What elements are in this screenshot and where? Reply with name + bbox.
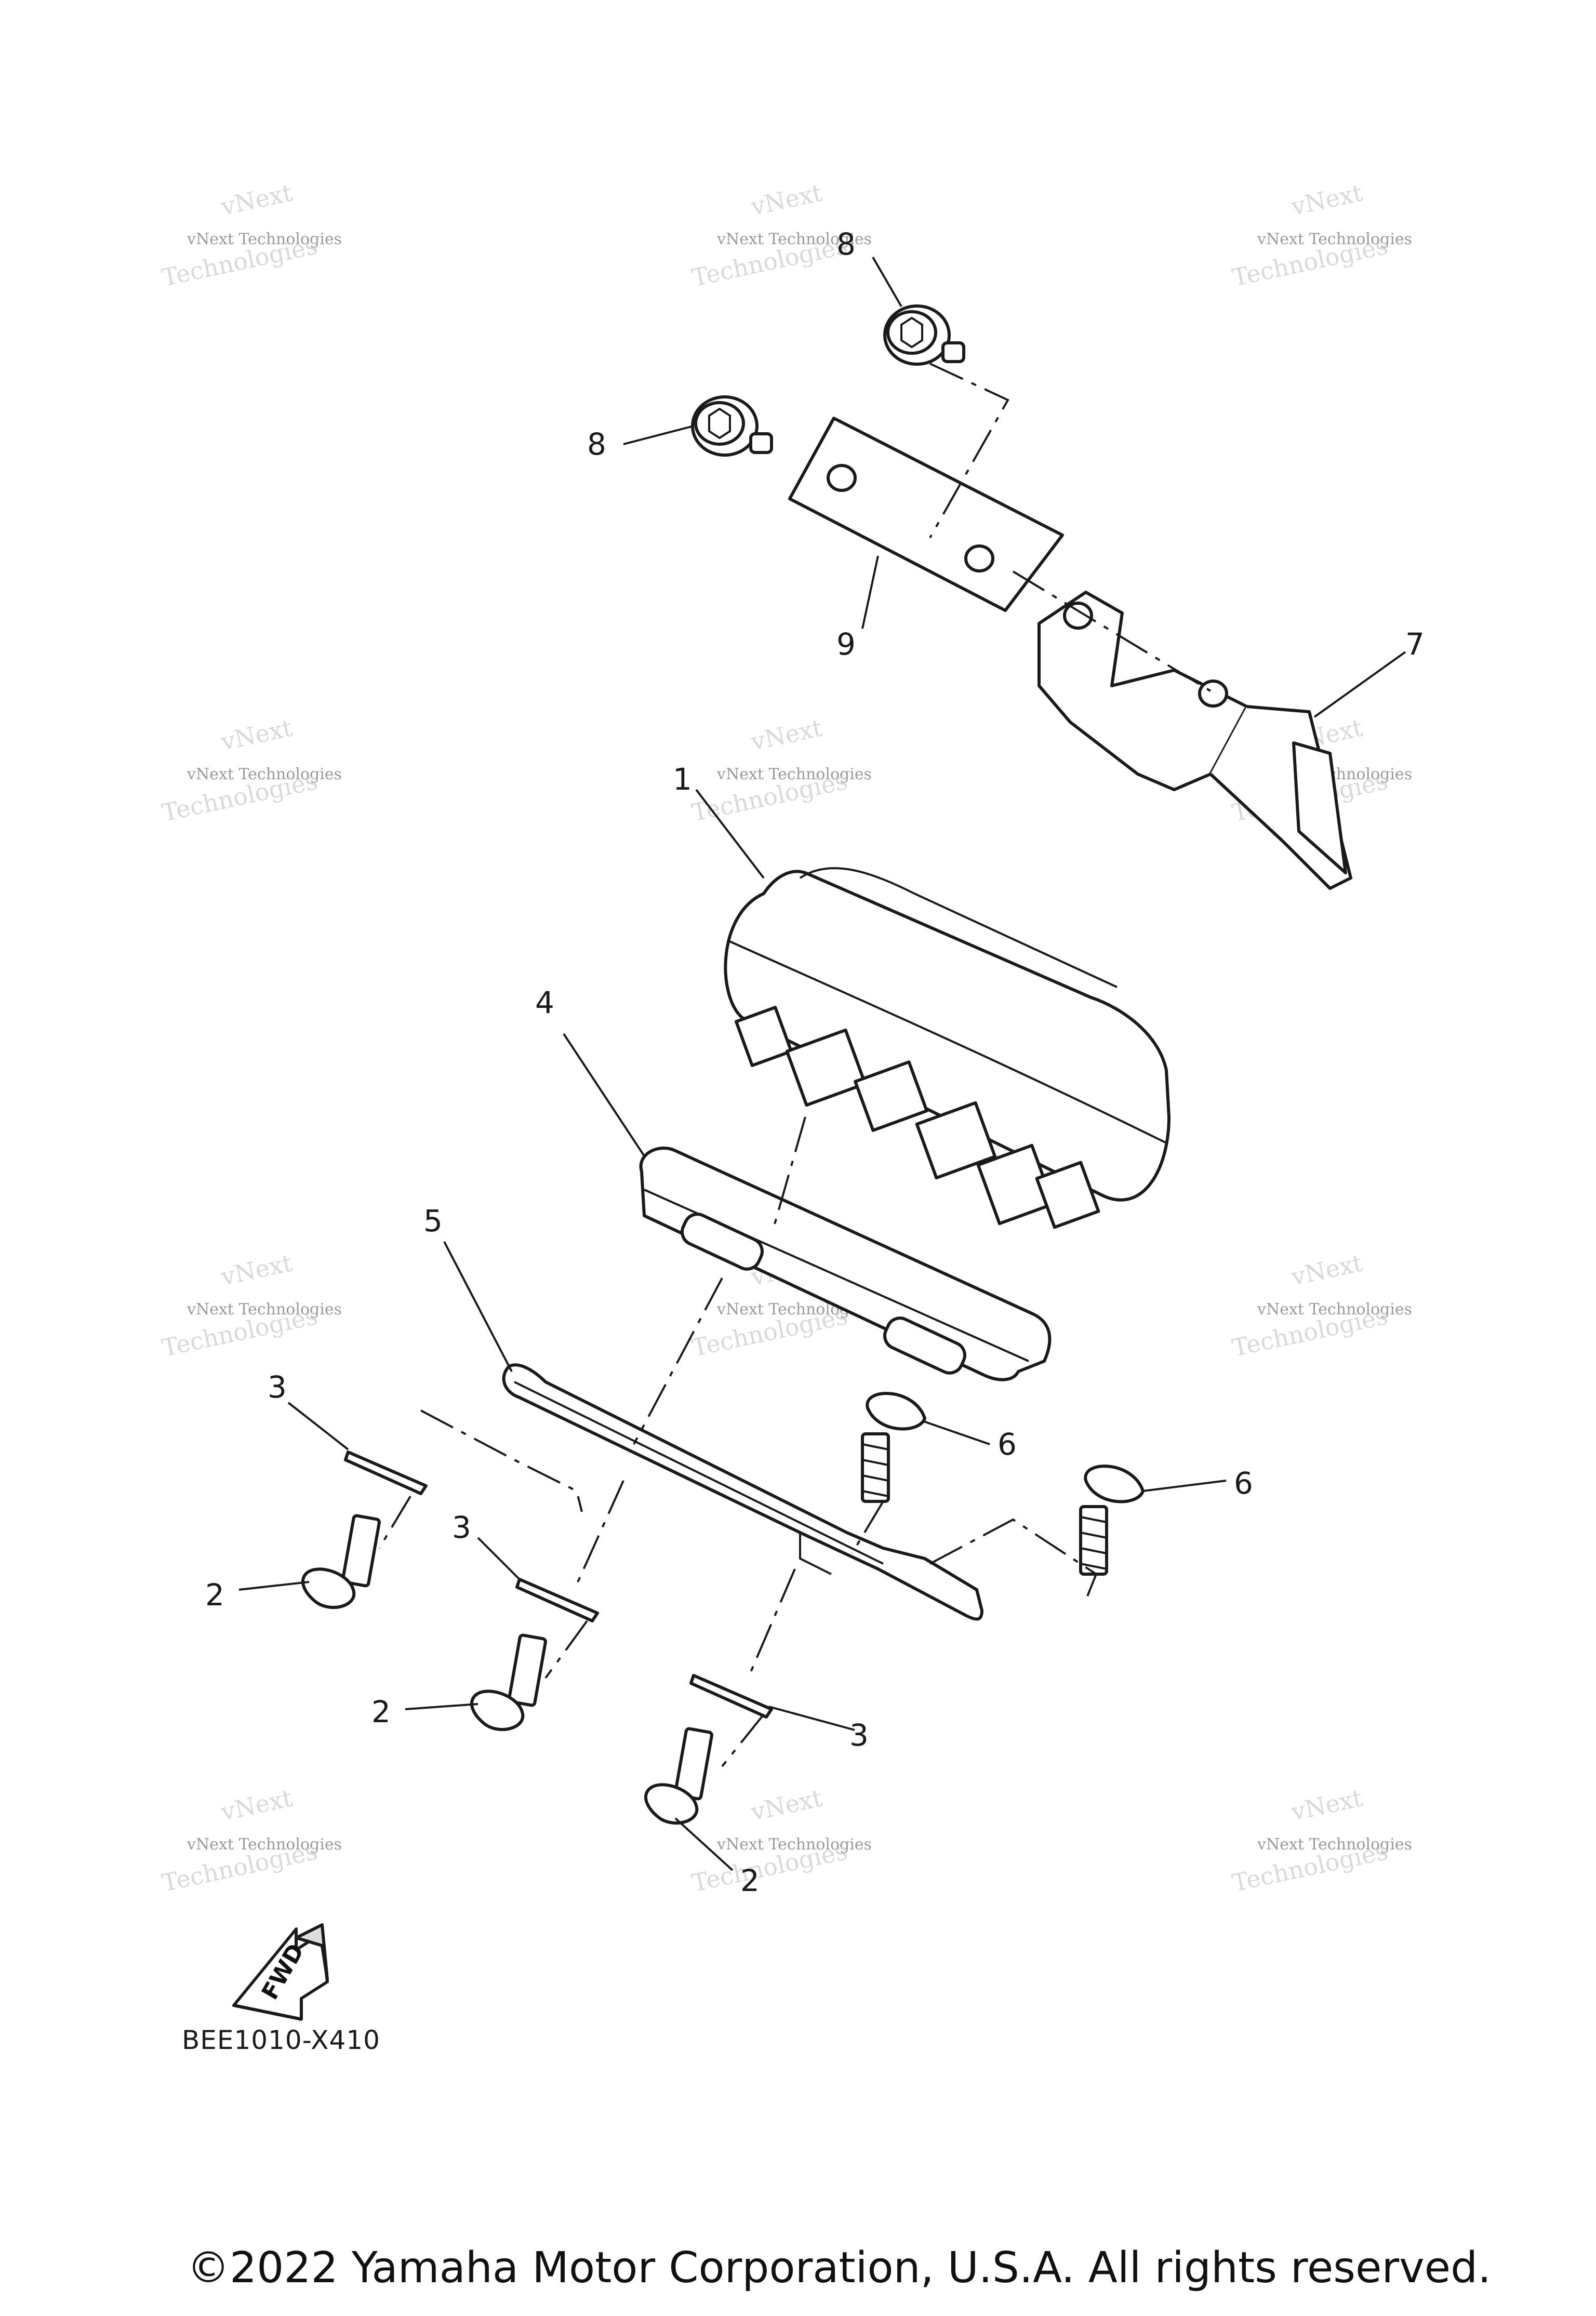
svg-text:vNext Technologies: vNext Technologies — [716, 1835, 872, 1854]
svg-text:vNext Technologies: vNext Technologies — [187, 1835, 342, 1854]
screw-2-b — [470, 1633, 547, 1731]
svg-text:vNext: vNext — [1288, 1783, 1365, 1826]
callout-1: 1 — [673, 762, 692, 797]
watermark: vNext vNext Technologies Technologies — [159, 1248, 342, 1362]
watermark: vNext vNext Technologies Technologies — [1230, 1783, 1412, 1897]
watermark: vNext vNext Technologies Technologies — [689, 178, 872, 291]
callout-2: 2 — [740, 1863, 760, 1898]
watermark: vNext vNext Technologies Technologies — [689, 1783, 872, 1897]
base-plate-5 — [502, 1363, 983, 1621]
alignment-lines — [378, 363, 1212, 1767]
callout-6: 6 — [1234, 1466, 1253, 1501]
callout-2: 2 — [371, 1694, 391, 1729]
callout-8: 8 — [836, 227, 856, 262]
callout-3: 3 — [452, 1510, 471, 1545]
svg-text:vNext: vNext — [748, 178, 825, 221]
bolt-8-lower — [691, 395, 773, 457]
callout-4: 4 — [535, 985, 554, 1020]
svg-text:vNext: vNext — [1288, 178, 1365, 221]
callout-9: 9 — [836, 627, 856, 662]
meter-assembly-1 — [724, 867, 1171, 1229]
watermark: vNext vNext Technologies Technologies — [689, 713, 872, 827]
screw-6-left — [861, 1392, 926, 1503]
callout-5: 5 — [423, 1203, 443, 1239]
svg-text:vNext: vNext — [748, 713, 825, 756]
svg-text:vNext Technologies: vNext Technologies — [1257, 230, 1412, 248]
svg-text:vNext Technologies: vNext Technologies — [187, 230, 342, 248]
washer-3-a — [344, 1450, 428, 1495]
svg-text:vNext: vNext — [218, 178, 295, 221]
svg-text:vNext Technologies: vNext Technologies — [716, 230, 872, 248]
screw-2-a — [301, 1514, 381, 1609]
fwd-arrow-icon: FWD — [232, 1923, 329, 2021]
bracket-plate-9 — [788, 417, 1064, 612]
watermark: vNext vNext Technologies Technologies — [159, 713, 342, 827]
callout-3: 3 — [849, 1718, 869, 1753]
callout-7: 7 — [1405, 627, 1425, 662]
watermark: vNext vNext Technologies Technologies — [159, 1783, 342, 1897]
screw-6-right — [1079, 1465, 1145, 1576]
svg-text:vNext: vNext — [218, 713, 295, 756]
callout-8: 8 — [587, 427, 606, 462]
copyright-notice: ©2022 Yamaha Motor Corporation, U.S.A. A… — [187, 2243, 1492, 2293]
svg-text:vNext Technologies: vNext Technologies — [716, 765, 872, 783]
meter-stay-7 — [1038, 591, 1352, 890]
bolt-8-upper — [883, 304, 965, 366]
callout-6: 6 — [998, 1427, 1017, 1462]
leader-lines — [238, 256, 1406, 1871]
watermark: vNext vNext Technologies Technologies — [1230, 178, 1412, 291]
diagram-code: BEE1010-X410 — [182, 2025, 380, 2055]
svg-text:vNext: vNext — [218, 1248, 295, 1291]
svg-text:vNext: vNext — [218, 1783, 295, 1826]
callout-2: 2 — [205, 1577, 224, 1613]
svg-text:vNext Technologies: vNext Technologies — [187, 1300, 342, 1319]
callout-labels: 8 8 9 7 1 4 5 3 2 3 2 3 2 6 6 — [205, 227, 1425, 1898]
washer-3-c — [689, 1674, 773, 1719]
washer-3-b — [515, 1578, 599, 1622]
watermark: vNext vNext Technologies Technologies — [159, 178, 342, 291]
svg-text:vNext Technologies: vNext Technologies — [1257, 1835, 1412, 1854]
svg-text:vNext: vNext — [1288, 1248, 1365, 1291]
screw-2-c — [644, 1727, 713, 1825]
damper-4 — [639, 1147, 1052, 1381]
watermark: vNext vNext Technologies Technologies — [1230, 1248, 1412, 1362]
svg-text:vNext: vNext — [748, 1783, 825, 1826]
svg-text:vNext Technologies: vNext Technologies — [1257, 1300, 1412, 1319]
svg-text:vNext Technologies: vNext Technologies — [187, 765, 342, 783]
callout-3: 3 — [268, 1369, 287, 1405]
